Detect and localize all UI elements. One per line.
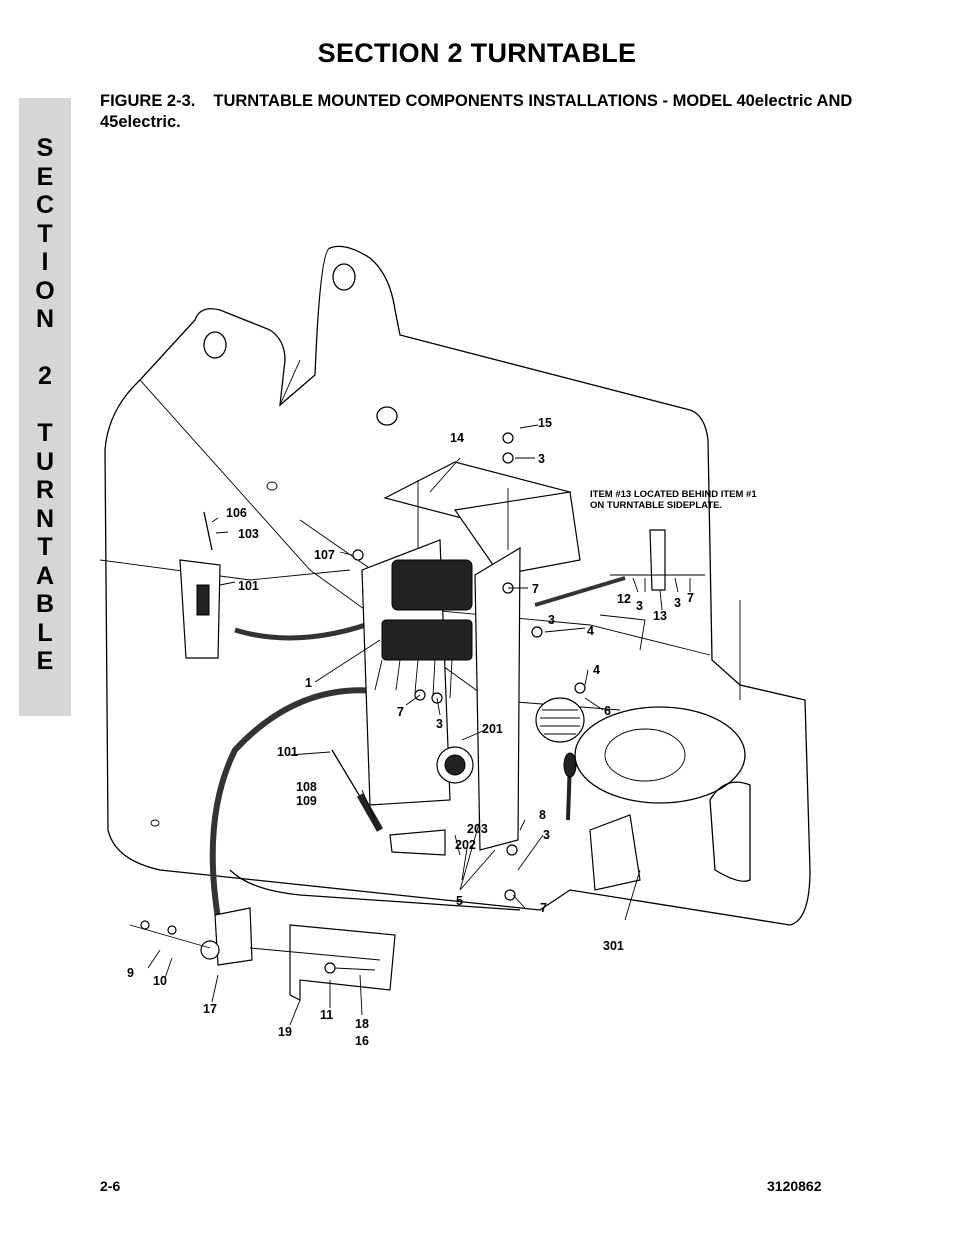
side-tab-letter: O	[35, 276, 55, 305]
callout-107: 107	[314, 548, 335, 562]
callout-3: 3	[538, 452, 545, 466]
side-tab-letter: T	[37, 419, 53, 447]
horn-201	[436, 746, 474, 784]
callout-3: 3	[543, 828, 550, 842]
exploded-parts-diagram: 15 3 14 106 103 107 101 7 3 4 12 3 13 3 …	[99, 230, 820, 1060]
side-tab-letter	[19, 334, 71, 363]
lever-108-109	[331, 749, 384, 832]
leader-lines	[147, 424, 691, 1026]
side-tab-letter: A	[35, 561, 55, 590]
side-tab-letter: B	[35, 590, 55, 618]
callout-6: 6	[604, 704, 611, 718]
page-title: SECTION 2 TURNTABLE	[317, 38, 637, 68]
side-tab-letter: U	[35, 447, 55, 476]
side-tab-letter: T	[37, 533, 53, 561]
callout-7: 7	[540, 901, 547, 915]
callout-3: 3	[674, 596, 681, 610]
side-tab-letter: T	[37, 219, 53, 248]
callout-101: 101	[277, 745, 298, 759]
callout-103: 103	[238, 527, 259, 541]
callout-1: 1	[305, 676, 312, 690]
callout-202: 202	[455, 838, 476, 852]
side-tab-letter: N	[35, 504, 55, 533]
side-tab-letter	[19, 391, 71, 420]
side-tab-letter: E	[36, 647, 54, 675]
control-bracket	[361, 539, 521, 856]
callout-17: 17	[203, 1002, 217, 1016]
callout-203: 203	[467, 822, 488, 836]
turntable-frame	[99, 245, 811, 926]
callout-7: 7	[532, 582, 539, 596]
callout-14: 14	[450, 431, 464, 445]
figure-number: FIGURE 2-3.	[100, 92, 196, 110]
side-tab-letter: R	[35, 476, 55, 504]
callout-109: 109	[296, 794, 317, 808]
side-tab-letter: E	[36, 162, 54, 191]
callout-11: 11	[320, 1008, 333, 1022]
side-tab-letter: S	[36, 134, 54, 162]
cover-plate	[383, 461, 581, 576]
callout-101: 101	[238, 579, 259, 593]
callout-3: 3	[636, 599, 643, 613]
callout-108: 108	[296, 780, 317, 794]
callout-13: 13	[653, 609, 667, 623]
callout-15: 15	[538, 416, 552, 430]
callout-106: 106	[226, 506, 247, 520]
diagram-note-line1: ITEM #13 LOCATED BEHIND ITEM #1	[590, 489, 757, 500]
breaker-17	[200, 907, 253, 966]
callout-labels: 15 3 14 106 103 107 101 7 3 4 12 3 13 3 …	[127, 416, 694, 1048]
foot-switch-301	[563, 752, 641, 891]
callout-16: 16	[355, 1034, 369, 1048]
callout-18: 18	[355, 1017, 369, 1031]
callout-4: 4	[593, 663, 600, 677]
bracket-19	[249, 924, 396, 1001]
switch-assembly-101	[179, 511, 221, 659]
fastener-hardware	[129, 432, 586, 974]
document-number: 3120862	[767, 1178, 822, 1194]
callout-4: 4	[587, 624, 594, 638]
callout-301: 301	[603, 939, 624, 953]
callout-201: 201	[482, 722, 503, 736]
side-tab-letter: 2	[38, 362, 52, 390]
callout-10: 10	[153, 974, 167, 988]
alarm-6	[535, 697, 585, 743]
side-tab-letter: N	[35, 305, 55, 333]
callout-3: 3	[436, 717, 443, 731]
side-tab-letter: I	[41, 248, 49, 276]
callout-8: 8	[539, 808, 546, 822]
figure-caption: FIGURE 2-3.TURNTABLE MOUNTED COMPONENTS …	[100, 91, 860, 133]
figure-title: TURNTABLE MOUNTED COMPONENTS INSTALLATIO…	[100, 92, 853, 131]
callout-3: 3	[548, 613, 555, 627]
callout-9: 9	[127, 966, 134, 980]
callout-5: 5	[456, 894, 463, 908]
callout-7: 7	[687, 591, 694, 605]
callout-12: 12	[617, 592, 631, 606]
page-number: 2-6	[100, 1178, 121, 1194]
side-tab-letter: L	[37, 618, 53, 647]
callout-19: 19	[278, 1025, 292, 1039]
tilt-switch-13	[610, 529, 705, 591]
callout-7: 7	[397, 705, 404, 719]
diagram-note-line2: ON TURNTABLE SIDEPLATE.	[590, 500, 722, 511]
side-tab-letter: C	[35, 191, 55, 219]
cable-runs	[209, 576, 626, 931]
